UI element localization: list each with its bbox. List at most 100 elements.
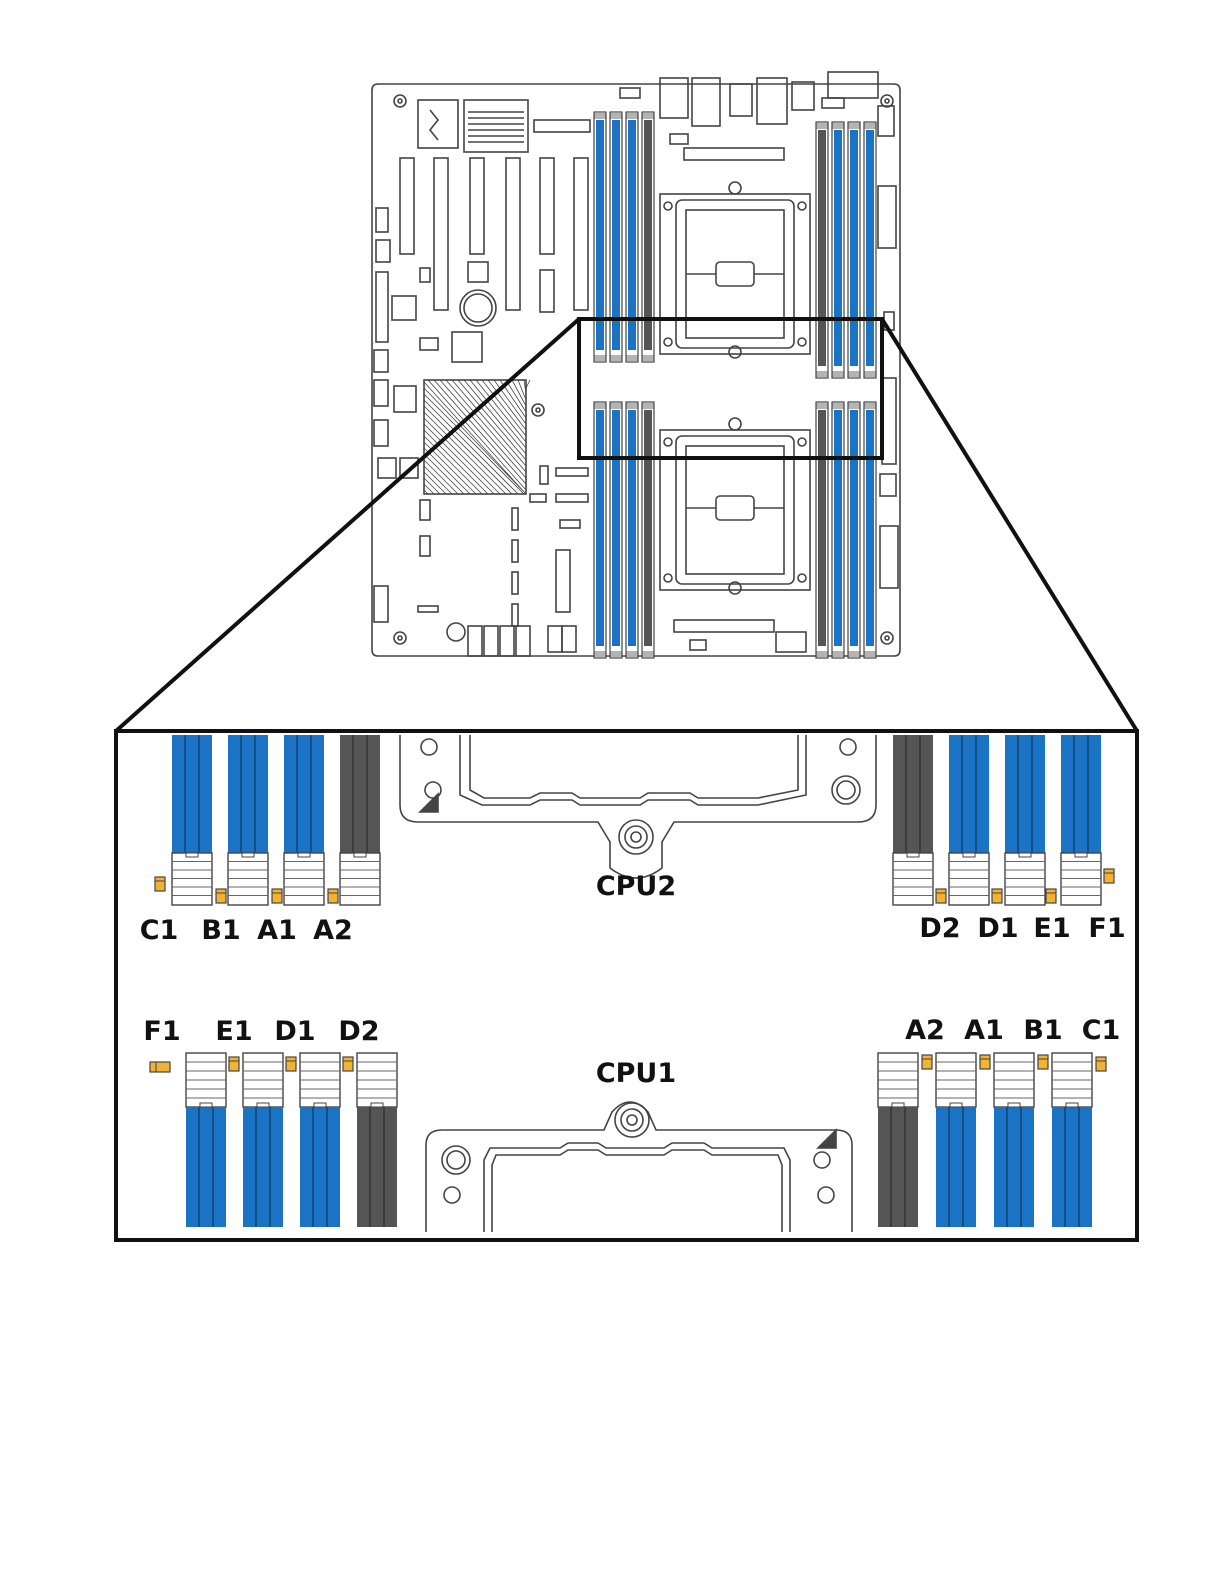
overview-dimm-slot xyxy=(594,112,606,362)
dimm-led-body xyxy=(216,889,226,903)
overview-dimm-slot xyxy=(848,122,860,378)
dimm-led-body xyxy=(229,1057,239,1071)
zoom-dimm-body xyxy=(357,1107,397,1227)
zoom-dimm-body xyxy=(186,1107,226,1227)
zoom-dimm-slot xyxy=(936,1053,976,1227)
overview-dimm-body xyxy=(644,410,652,646)
slot-label-cpu2-right: E1 xyxy=(1033,913,1070,944)
zoom-dimm-slot xyxy=(284,735,324,905)
zoom-dimm-slot xyxy=(949,735,989,905)
dimm-led-body xyxy=(1046,889,1056,903)
dimm-led-body xyxy=(922,1055,932,1069)
pch-heatsink xyxy=(424,380,530,494)
dimm-led-body xyxy=(1096,1057,1106,1071)
zoom-dimm-key xyxy=(1066,1103,1078,1107)
dimm-led xyxy=(1104,869,1114,883)
overview-dimm-body xyxy=(850,410,858,646)
dimm-led-body xyxy=(328,889,338,903)
overview-dimm-body xyxy=(628,410,636,646)
overview-dimm-body xyxy=(866,130,874,366)
zoom-dimm-key xyxy=(371,1103,383,1107)
overview-dimm-slot xyxy=(816,122,828,378)
zoom-dimm-body xyxy=(893,735,933,853)
overview-dimm-body xyxy=(644,120,652,350)
dimm-led-body xyxy=(343,1057,353,1071)
zoom-dimm-key xyxy=(907,853,919,857)
overview-dimm-slot xyxy=(642,112,654,362)
overview-dimm-body xyxy=(834,130,842,366)
zoom-dimm-slot xyxy=(1052,1053,1092,1227)
zoom-dimm-body xyxy=(284,735,324,853)
zoom-dimm-body xyxy=(340,735,380,853)
overview-dimm-body xyxy=(866,410,874,646)
zoom-dimm-slot xyxy=(243,1053,283,1227)
overview-dimm-slot xyxy=(610,112,622,362)
dimm-led-body xyxy=(150,1062,170,1072)
dimm-led-body xyxy=(272,889,282,903)
zoom-dimm-key xyxy=(950,1103,962,1107)
overview-dimm-body xyxy=(818,130,826,366)
zoom-dimm-body xyxy=(228,735,268,853)
dimm-led xyxy=(980,1055,990,1069)
slot-label-cpu1-right: C1 xyxy=(1082,1015,1121,1046)
cpu1-socket-overview xyxy=(660,418,810,594)
zoom-dimm-key xyxy=(242,853,254,857)
mid-components xyxy=(512,466,806,652)
zoom-dimm-body xyxy=(172,735,212,853)
slot-label-cpu1-left: E1 xyxy=(215,1016,252,1047)
zoom-dimm-slot xyxy=(300,1053,340,1227)
zoom-dimm-slot xyxy=(228,735,268,905)
overview-dimm-slot xyxy=(864,122,876,378)
dimm-led-body xyxy=(1038,1055,1048,1069)
zoom-dimm-slot xyxy=(878,1053,918,1227)
overview-dimm-slot xyxy=(864,402,876,658)
zoom-dimm-body xyxy=(994,1107,1034,1227)
zoom-dimm-key xyxy=(1008,1103,1020,1107)
zoom-dimm-body xyxy=(300,1107,340,1227)
zoom-dimm-key xyxy=(963,853,975,857)
slot-label-cpu1-right: A2 xyxy=(905,1015,945,1046)
overview-dimm-slot xyxy=(832,402,844,658)
pcie-slots xyxy=(400,158,588,312)
slot-label-cpu1-right: A1 xyxy=(964,1015,1004,1046)
dimm-led xyxy=(343,1057,353,1071)
slot-label-cpu1-left: D2 xyxy=(338,1016,379,1047)
overview-dimm-body xyxy=(612,410,620,646)
overview-dimm-slot xyxy=(642,402,654,658)
overview-dimm-body xyxy=(628,120,636,350)
dimm-led xyxy=(328,889,338,903)
overview-dimm-body xyxy=(596,410,604,646)
zoom-dimm-body xyxy=(1005,735,1045,853)
slot-label-cpu2-left: C1 xyxy=(140,915,179,946)
slot-label-cpu2-left: A2 xyxy=(313,915,353,946)
dimm-led-body xyxy=(936,889,946,903)
zoom-dimm-slot xyxy=(172,735,212,905)
zoom-dimm-body xyxy=(1061,735,1101,853)
zoom-dimm-slot xyxy=(1061,735,1101,905)
dimm-led-body xyxy=(992,889,1002,903)
dimm-led xyxy=(922,1055,932,1069)
dimm-led-body xyxy=(155,877,165,891)
zoom-dimm-body xyxy=(1052,1107,1092,1227)
dimm-led xyxy=(229,1057,239,1071)
slot-label-cpu2-left: A1 xyxy=(257,915,297,946)
overview-dimm-body xyxy=(818,410,826,646)
overview-dimm-body xyxy=(834,410,842,646)
slot-label-cpu2-right: F1 xyxy=(1088,913,1125,944)
dimm-led xyxy=(155,877,165,891)
overview-dimm-body xyxy=(596,120,604,350)
overview-dimm-body xyxy=(850,130,858,366)
zoom-dimm-body xyxy=(243,1107,283,1227)
left-side-components xyxy=(374,208,576,656)
dimm-led xyxy=(272,889,282,903)
zoom-dimm-body xyxy=(936,1107,976,1227)
zoom-dimm-slot xyxy=(186,1053,226,1227)
slot-label-cpu1-right: B1 xyxy=(1023,1015,1062,1046)
zoom-dimm-key xyxy=(186,853,198,857)
zoom-dimm-body xyxy=(878,1107,918,1227)
dimm-led xyxy=(216,889,226,903)
dimm-led xyxy=(286,1057,296,1071)
overview-dimm-slot xyxy=(832,122,844,378)
